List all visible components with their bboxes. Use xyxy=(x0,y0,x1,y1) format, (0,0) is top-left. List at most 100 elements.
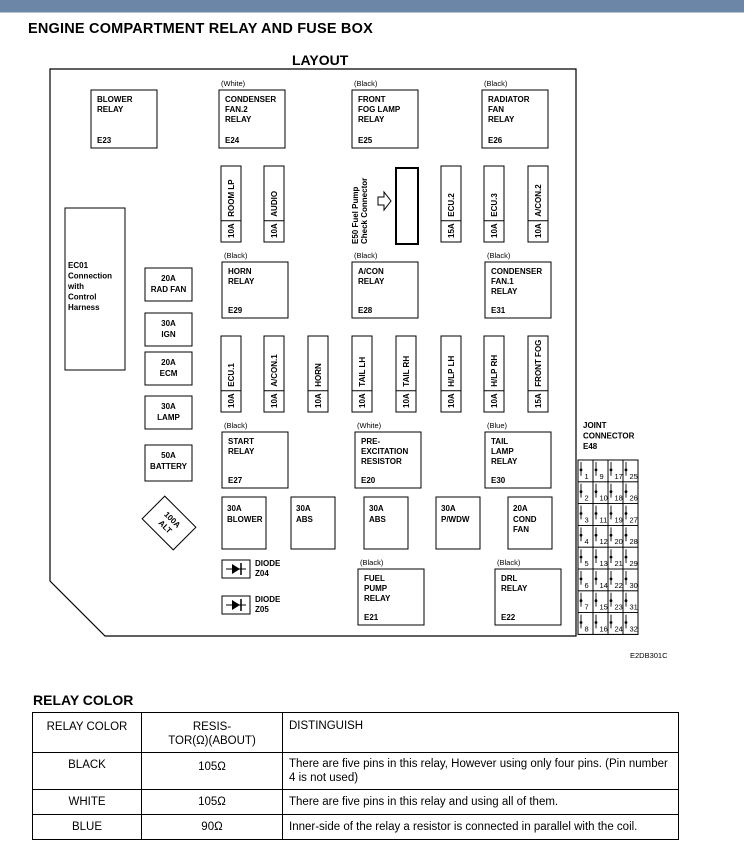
joint-pin-dot xyxy=(609,555,613,559)
mini-fuse-mid-3 xyxy=(351,335,373,413)
joint-pin-dot xyxy=(579,621,583,624)
relay-cond-fan2 xyxy=(218,89,286,149)
joint-pin-dot xyxy=(624,599,628,603)
fuse-name: P/WDW xyxy=(441,515,470,524)
joint-pin-dot xyxy=(594,621,598,624)
relay-color-label: (Black) xyxy=(497,558,521,567)
left-fuse-4 xyxy=(144,444,193,482)
joint-pin-number: 1 xyxy=(585,472,589,481)
joint-pin-dot xyxy=(609,512,613,515)
fuse-amp: 20A xyxy=(161,358,176,367)
relay-label: RELAY xyxy=(228,277,255,286)
joint-pin-dot xyxy=(624,490,628,494)
joint-pin-dot xyxy=(609,533,613,537)
row-resistor: 90Ω xyxy=(141,814,283,840)
header-distinguish: DISTINGUISH xyxy=(282,712,679,753)
joint-pin-number: 5 xyxy=(585,559,589,568)
diode-icon xyxy=(232,564,240,574)
e50-label: Check Connector xyxy=(360,178,369,244)
relay-id: E24 xyxy=(225,136,240,145)
fuse-amp: 10A xyxy=(227,393,236,408)
joint-pin-dot xyxy=(579,533,583,537)
joint-pin-dot xyxy=(624,621,628,624)
joint-pin-number: 20 xyxy=(615,537,623,546)
relay-label: DRL xyxy=(501,574,518,583)
table-row: WHITE 105Ω There are five pins in this r… xyxy=(32,789,679,815)
fuse-amp: 15A xyxy=(447,223,456,238)
relay-label: FRONT xyxy=(358,95,386,104)
joint-pin-number: 9 xyxy=(600,472,604,481)
fuse-name: AUDIO xyxy=(270,191,279,217)
relay-label: RADIATOR xyxy=(488,95,530,104)
joint-pin-number: 3 xyxy=(585,515,589,524)
joint-pin-number: 6 xyxy=(585,581,589,590)
relay-label: FAN.1 xyxy=(491,277,514,286)
fuse-name: RAD FAN xyxy=(151,285,187,294)
fuse-name: A/CON.1 xyxy=(270,354,279,387)
relay-label: RELAY xyxy=(97,105,124,114)
big-fuse-2 xyxy=(363,496,409,550)
row-color: BLACK xyxy=(32,752,142,790)
e50-check-connector xyxy=(395,167,419,245)
left-fuse-3 xyxy=(144,395,193,430)
joint-pin-number: 8 xyxy=(585,624,589,633)
joint-pin-number: 18 xyxy=(615,494,623,503)
big-fuse-4 xyxy=(507,496,553,550)
mini-fuse-top-0 xyxy=(220,165,242,243)
fuse-amp: 10A xyxy=(270,393,279,408)
relay-fuel-pump xyxy=(357,568,425,626)
big-fuse-1 xyxy=(290,496,336,550)
joint-connector-label: E48 xyxy=(583,442,598,451)
ec01-label: with xyxy=(67,282,84,291)
relay-label: FAN xyxy=(488,105,504,114)
joint-pin-number: 7 xyxy=(585,603,589,612)
relay-label: PUMP xyxy=(364,584,388,593)
fuse-name: ECU.1 xyxy=(227,363,236,387)
relay-label: RELAY xyxy=(225,115,252,124)
row-distinguish: There are five pins in this relay, Howev… xyxy=(282,752,679,790)
relay-label: RELAY xyxy=(501,584,528,593)
relay-label: RELAY xyxy=(364,594,391,603)
relay-color-label: (Black) xyxy=(354,79,378,88)
joint-pin-dot xyxy=(624,512,628,515)
relay-start xyxy=(221,431,289,489)
relay-pre-excitation xyxy=(354,431,422,489)
joint-pin-number: 11 xyxy=(600,515,608,524)
diode-label: DIODE xyxy=(255,559,281,568)
mini-fuse-top-3 xyxy=(483,165,505,243)
fuse-amp: 10A xyxy=(534,223,543,238)
relay-label: EXCITATION xyxy=(361,447,408,456)
joint-pin-number: 25 xyxy=(630,472,638,481)
fuse-name: H/LP LH xyxy=(447,356,456,387)
relay-label: TAIL xyxy=(491,437,508,446)
fuse-name: FAN xyxy=(513,525,529,534)
fuse-amp: 30A xyxy=(161,319,176,328)
relay-label: FOG LAMP xyxy=(358,105,401,114)
row-distinguish: There are five pins in this relay and us… xyxy=(282,789,679,815)
relay-label: START xyxy=(228,437,254,446)
joint-pin-dot xyxy=(594,490,598,494)
fuse-amp: 10A xyxy=(490,223,499,238)
joint-pin-dot xyxy=(579,512,583,515)
relay-label: RELAY xyxy=(491,287,518,296)
relay-id: E31 xyxy=(491,306,506,315)
joint-pin-dot xyxy=(609,490,613,494)
joint-pin-dot xyxy=(594,555,598,559)
row-resistor: 105Ω xyxy=(141,789,283,815)
relay-blower xyxy=(90,89,158,149)
joint-pin-number: 26 xyxy=(630,494,638,503)
fuse-amp: 30A xyxy=(227,504,242,513)
relay-label: RELAY xyxy=(488,115,515,124)
relay-tail-lamp xyxy=(484,431,552,489)
joint-pin-dot xyxy=(624,468,628,472)
header-relay-color: RELAY COLOR xyxy=(32,712,142,753)
fuse-name: HORN xyxy=(314,363,323,387)
relay-horn xyxy=(221,261,289,319)
joint-pin-dot xyxy=(609,577,613,581)
joint-pin-number: 29 xyxy=(630,559,638,568)
joint-pin-number: 10 xyxy=(600,494,608,503)
layout-heading: LAYOUT xyxy=(292,52,349,68)
row-resistor: 105Ω xyxy=(141,752,283,790)
left-fuse-1 xyxy=(144,312,193,347)
joint-pin-dot xyxy=(594,512,598,515)
